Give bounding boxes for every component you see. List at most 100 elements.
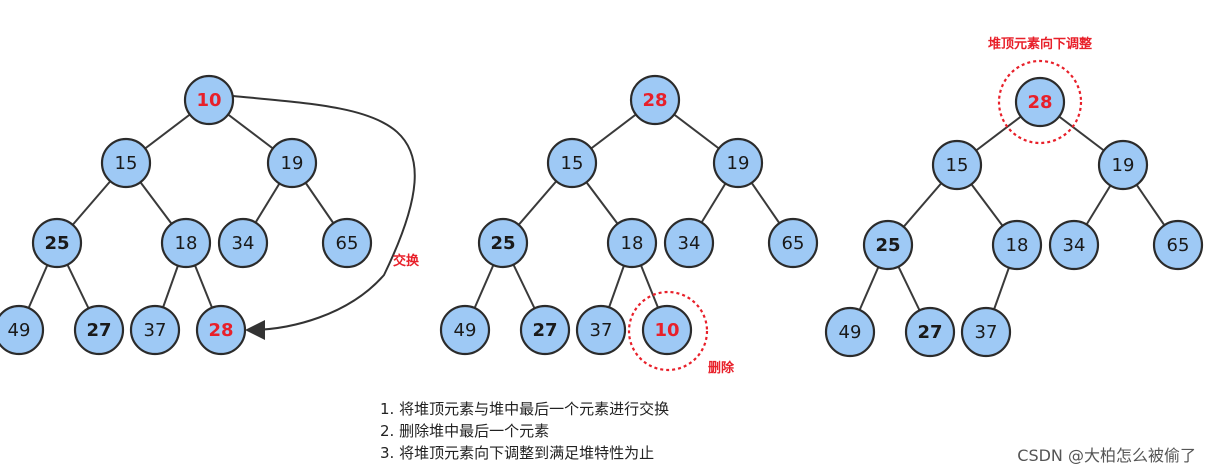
node-circle: [546, 137, 598, 189]
node-value: 25: [490, 233, 515, 254]
sift-ring: [997, 59, 1083, 145]
node-value: 37: [975, 322, 998, 343]
node-value: 19: [1112, 155, 1135, 176]
tree-node: 34: [217, 217, 269, 269]
node-circle: [1014, 76, 1066, 128]
node-circle: [217, 217, 269, 269]
tree-node: 18: [160, 217, 212, 269]
node-circle: [606, 217, 658, 269]
node-circle: [1048, 219, 1100, 271]
tree-node: 25: [31, 217, 83, 269]
node-value: 25: [44, 233, 69, 254]
node-circle: [519, 304, 571, 356]
steps-list: 1. 将堆顶元素与堆中最后一个元素进行交换 2. 删除堆中最后一个元素 3. 将…: [380, 398, 669, 464]
tree-node: 27: [904, 306, 956, 358]
node-value: 18: [175, 233, 198, 254]
node-value: 15: [946, 155, 969, 176]
step-1: 1. 将堆顶元素与堆中最后一个元素进行交换: [380, 400, 670, 418]
tree-node: 25: [477, 217, 529, 269]
node-value: 65: [336, 233, 359, 254]
node-value: 27: [86, 320, 111, 341]
tree-node: 18: [606, 217, 658, 269]
tree-node: 28: [1014, 76, 1066, 128]
step-3: 3. 将堆顶元素向下调整到满足堆特性为止: [380, 444, 655, 462]
node-circle: [991, 219, 1043, 271]
tree-node: 37: [960, 306, 1012, 358]
node-circle: [0, 304, 45, 356]
tree-node: 65: [1152, 219, 1204, 271]
node-circle: [641, 304, 693, 356]
node-circle: [1097, 139, 1149, 191]
node-circle: [266, 137, 318, 189]
node-value: 28: [642, 90, 667, 111]
node-circle: [824, 306, 876, 358]
node-value: 49: [454, 320, 477, 341]
node-circle: [195, 304, 247, 356]
tree-node: 10: [183, 74, 235, 126]
node-value: 19: [281, 153, 304, 174]
node-value: 27: [532, 320, 557, 341]
tree-node: 34: [1048, 219, 1100, 271]
node-circle: [31, 217, 83, 269]
tree-node: 37: [129, 304, 181, 356]
tree-node: 27: [73, 304, 125, 356]
tree-node: 28: [195, 304, 247, 356]
tree-node: 15: [931, 139, 983, 191]
node-value: 28: [208, 320, 233, 341]
node-circle: [183, 74, 235, 126]
step-2: 2. 删除堆中最后一个元素: [380, 422, 550, 440]
node-value: 15: [561, 153, 584, 174]
tree-node: 49: [824, 306, 876, 358]
tree-node: 37: [575, 304, 627, 356]
watermark: CSDN @大柏怎么被偷了: [1017, 446, 1196, 465]
node-value: 27: [917, 322, 942, 343]
tree-node: 65: [767, 217, 819, 269]
node-circle: [160, 217, 212, 269]
node-value: 65: [782, 233, 805, 254]
node-value: 15: [115, 153, 138, 174]
node-value: 19: [727, 153, 750, 174]
node-circle: [629, 74, 681, 126]
node-circle: [1152, 219, 1204, 271]
tree-node: 28: [629, 74, 681, 126]
node-value: 10: [654, 320, 679, 341]
node-circle: [575, 304, 627, 356]
node-circle: [321, 217, 373, 269]
node-value: 34: [1063, 235, 1086, 256]
tree-node: 25: [862, 219, 914, 271]
tree-node: 19: [266, 137, 318, 189]
node-value: 18: [1006, 235, 1029, 256]
node-circle: [663, 217, 715, 269]
tree-node: 65: [321, 217, 373, 269]
node-circle: [73, 304, 125, 356]
tree-node: 27: [519, 304, 571, 356]
node-circle: [904, 306, 956, 358]
tree-node: 18: [991, 219, 1043, 271]
tree-node: 15: [546, 137, 598, 189]
delete-ring: [627, 290, 709, 372]
node-circle: [439, 304, 491, 356]
tree-node: 19: [712, 137, 764, 189]
node-circle: [960, 306, 1012, 358]
node-value: 65: [1167, 235, 1190, 256]
node-value: 25: [875, 235, 900, 256]
tree-node: 49: [0, 304, 45, 356]
node-circle: [712, 137, 764, 189]
node-value: 10: [196, 90, 221, 111]
tree-node: 49: [439, 304, 491, 356]
node-circle: [931, 139, 983, 191]
node-circle: [129, 304, 181, 356]
node-value: 49: [839, 322, 862, 343]
node-value: 49: [8, 320, 31, 341]
node-value: 34: [232, 233, 255, 254]
swap-label: 交换: [393, 253, 420, 269]
tree-node: 34: [663, 217, 715, 269]
node-circle: [100, 137, 152, 189]
delete-label: 删除: [708, 360, 735, 376]
swap-arrow: [232, 95, 416, 340]
node-circle: [862, 219, 914, 271]
sift-label: 堆顶元素向下调整: [988, 36, 1093, 52]
node-circle: [767, 217, 819, 269]
node-value: 37: [144, 320, 167, 341]
